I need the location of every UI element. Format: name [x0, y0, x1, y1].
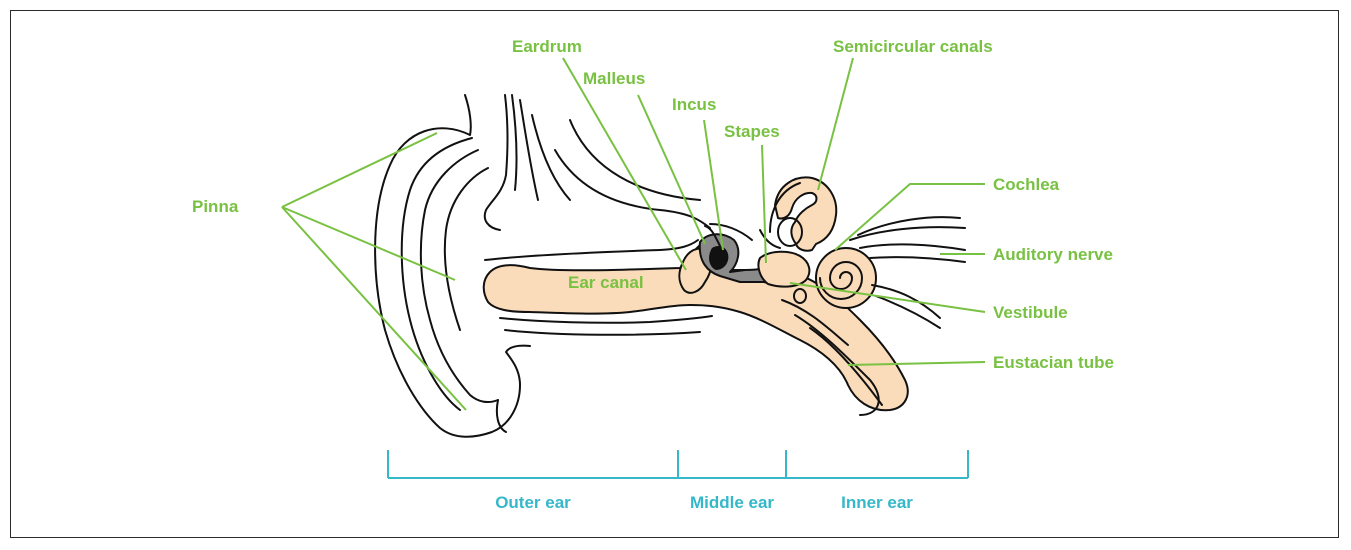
malleus-label: Malleus [583, 69, 645, 88]
cochlea-label: Cochlea [993, 175, 1060, 194]
section-bracket [388, 450, 968, 478]
eardrum-label: Eardrum [512, 37, 582, 56]
outer-ear-label: Outer ear [495, 493, 571, 512]
semicircular-leader [818, 58, 853, 190]
pinna-leader-2 [282, 207, 455, 280]
stapes-leader [762, 145, 766, 263]
malleus-leader [638, 95, 705, 244]
pinna-label: Pinna [192, 197, 239, 216]
incus-label: Incus [672, 95, 716, 114]
middle-ear-label: Middle ear [690, 493, 774, 512]
pinna-leader-3 [282, 207, 466, 410]
pinna-leader-1 [282, 133, 437, 207]
eustacian-tube-label: Eustacian tube [993, 353, 1114, 372]
incus-leader [704, 120, 723, 250]
stapes-label: Stapes [724, 122, 780, 141]
pinna-illustration [375, 95, 710, 437]
vestibule-label: Vestibule [993, 303, 1068, 322]
inner-ear-label: Inner ear [841, 493, 913, 512]
ear-canal-label: Ear canal [568, 273, 644, 292]
semicircular-canals-label: Semicircular canals [833, 37, 993, 56]
cochlea-leader [835, 184, 985, 250]
eardrum-leader [563, 58, 686, 270]
auditory-nerve-label: Auditory nerve [993, 245, 1113, 264]
